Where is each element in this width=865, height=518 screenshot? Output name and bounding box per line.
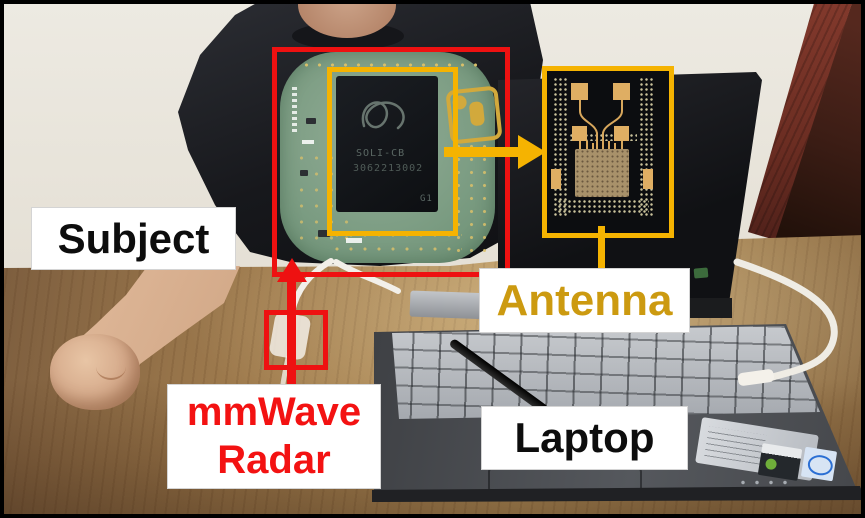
status-led-dots <box>736 479 796 486</box>
spec-sticker-text-lines <box>704 426 767 465</box>
antenna-highlight-box <box>542 66 674 238</box>
radar-chip: SOLI-CB 3062213002 G1 <box>336 76 438 212</box>
antenna-label-text: Antenna <box>496 275 673 325</box>
subject-label-text: Subject <box>57 214 210 262</box>
mmwave-label-line1: mmWave <box>186 390 362 435</box>
chip-to-antenna-arrow <box>444 147 520 157</box>
antenna-via-rows-bottom <box>557 199 649 215</box>
connector-highlight-box <box>264 310 328 370</box>
radar-highlight-box <box>272 47 510 277</box>
pcb-silkscreen-mark <box>346 238 362 243</box>
pcb-silkscreen-mark <box>292 84 297 132</box>
label-mmwave-radar: mmWave Radar <box>167 384 381 489</box>
person-fist <box>50 334 140 410</box>
chip-marking-line2: 3062213002 <box>353 163 424 174</box>
antenna-patch <box>571 83 588 100</box>
pcb-component <box>300 170 308 176</box>
pcb-component <box>318 230 330 237</box>
radar-callout-arrow <box>287 278 296 388</box>
chip-marking-line3: G1 <box>420 194 433 204</box>
nvidia-sticker <box>757 443 803 481</box>
antenna-side-tab <box>643 169 653 189</box>
antenna-patch <box>614 126 629 141</box>
label-antenna: Antenna <box>479 268 690 333</box>
antenna-feed-traces <box>579 100 623 149</box>
laptop-front-edge <box>372 486 865 502</box>
intel-sticker <box>800 446 838 482</box>
laptop-lid-sticker <box>693 267 709 279</box>
pcb-silkscreen-mark <box>302 140 314 144</box>
label-laptop: Laptop <box>481 406 688 470</box>
chip-highlight-box <box>327 67 458 236</box>
fist-knuckle-line <box>96 354 126 380</box>
chip-marking-line1: SOLI-CB <box>356 148 406 159</box>
laptop-label-text: Laptop <box>514 414 655 461</box>
antenna-side-tab <box>551 169 561 189</box>
antenna-patch <box>572 126 587 141</box>
antenna-patch <box>613 83 630 100</box>
antenna-callout-line <box>598 226 605 272</box>
chip-to-antenna-arrowhead-icon <box>518 135 546 169</box>
pcb-component <box>306 118 316 124</box>
nvidia-logo-icon <box>764 457 778 471</box>
soli-logo-icon <box>361 101 405 130</box>
antenna-feed-chip <box>575 149 629 197</box>
label-subject: Subject <box>31 207 236 270</box>
radar-callout-arrowhead-icon <box>277 258 307 282</box>
mmwave-label-line2: Radar <box>217 437 331 482</box>
intel-logo-icon <box>806 453 835 478</box>
